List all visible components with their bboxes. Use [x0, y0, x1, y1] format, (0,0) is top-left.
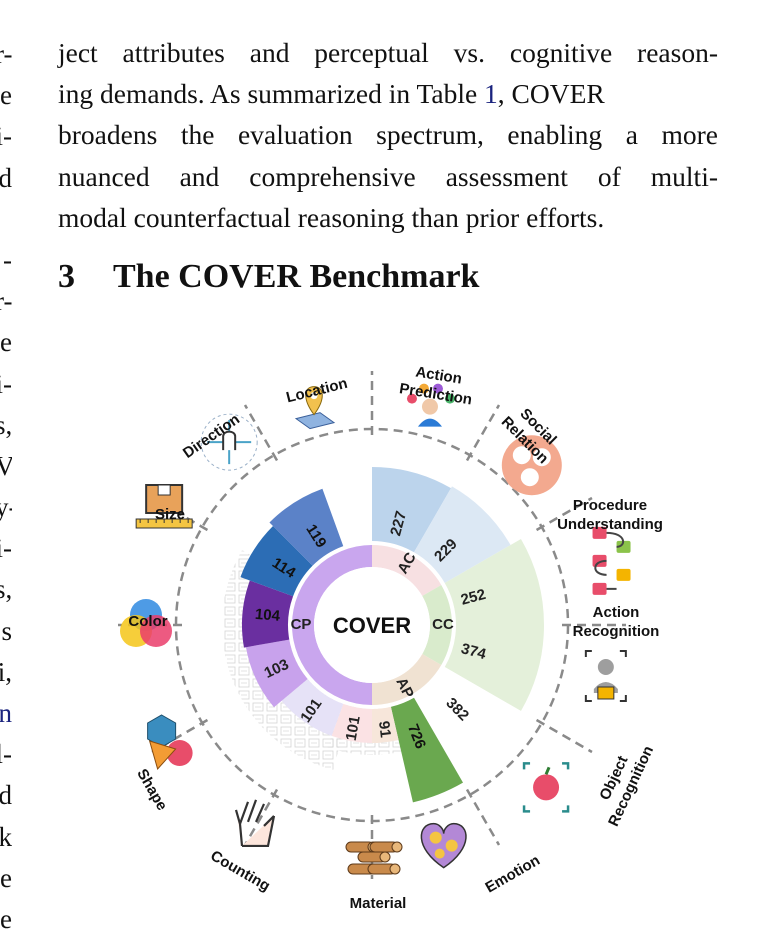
- group-arc-cc: [422, 585, 452, 665]
- left-column-fragment: k: [0, 821, 12, 852]
- sector-value-label: 91: [375, 720, 394, 739]
- category-label: ObjectRecognition: [588, 735, 657, 829]
- body-paragraph: ject attributes and perceptual vs. cogni…: [58, 32, 718, 238]
- section-title: The COVER Benchmark: [113, 258, 480, 295]
- left-column-fragment: V: [0, 450, 12, 481]
- left-column-fragment: e: [0, 80, 12, 111]
- action-prediction-icon: [406, 383, 455, 427]
- sector-procedure-understanding: [444, 539, 544, 625]
- left-column-fragment: s,: [0, 574, 12, 605]
- sector-value-label: 101: [343, 715, 364, 743]
- sector-direction: [240, 526, 313, 597]
- left-column-fragment: r-: [0, 39, 12, 69]
- section-number: 3: [58, 258, 75, 295]
- sector-location: [269, 488, 344, 566]
- category-label: Emotion: [483, 852, 543, 897]
- left-column-fragment: e: [0, 327, 12, 358]
- paragraph-line: nuanced and comprehensive assessment of …: [58, 160, 718, 192]
- left-column-fragment: i-: [0, 121, 12, 152]
- paragraph-line: ject attributes and perceptual vs. cogni…: [58, 37, 718, 68]
- paragraph-line: broadens the evaluation spectrum, enabli…: [58, 119, 718, 151]
- left-column-fragment: s,: [0, 409, 12, 440]
- color-circles-icon: [120, 599, 172, 647]
- sector-value-label: 227: [387, 509, 410, 538]
- size-box-ruler-icon: [135, 484, 193, 529]
- sector-social-relation: [414, 486, 511, 583]
- category-label: Size: [155, 506, 185, 523]
- section-heading: 3 The COVER Benchmark: [58, 258, 479, 296]
- table-reference-link[interactable]: 1: [484, 78, 498, 110]
- counting-hand-icon: [234, 799, 276, 848]
- group-arc-ac: [372, 545, 442, 596]
- action-recognition-icon: [584, 649, 627, 702]
- left-column-fragment: i-: [0, 368, 12, 399]
- sector-action-prediction: [372, 467, 451, 553]
- paragraph-line: ing demands. As summarized in Table 1, C…: [58, 73, 718, 114]
- category-label: Counting: [208, 847, 273, 895]
- left-column-fragment: e: [0, 903, 12, 934]
- left-column-fragment: r-: [0, 286, 12, 317]
- paragraph-text: , COVER: [497, 78, 605, 110]
- sector-object-recognition: [414, 667, 521, 774]
- sector-action-recognition: [444, 625, 544, 711]
- sector-size: [242, 580, 294, 648]
- category-label: Shape: [133, 766, 170, 813]
- group-label: CP: [291, 616, 312, 633]
- sector-material: [372, 706, 399, 743]
- object-recognition-icon: [522, 762, 570, 813]
- left-column-fragment[interactable]: n: [0, 698, 12, 728]
- sector-counting: [331, 703, 372, 743]
- category-icons: [120, 383, 631, 875]
- sector-emotion: [390, 697, 463, 803]
- group-arc-ap: [372, 654, 442, 705]
- procedure-steps-icon: [592, 526, 631, 595]
- left-column-fragment: y-: [0, 492, 12, 523]
- left-column-fragment: s: [1, 615, 12, 646]
- direction-compass-icon: [200, 413, 258, 471]
- center-disc: [314, 567, 430, 683]
- group-arc-cp: [292, 545, 372, 705]
- left-column-fragment: [0, 199, 12, 240]
- category-label: Color: [128, 613, 167, 630]
- social-relation-icon: [501, 435, 562, 496]
- left-column-fragment: i-: [0, 533, 12, 564]
- paragraph-text: ing demands. As summarized in Table: [58, 78, 485, 110]
- sector-shape: [281, 678, 344, 736]
- left-column-fragment: d: [0, 162, 12, 193]
- sector-value-label: 252: [459, 586, 488, 609]
- sector-value-label: 374: [459, 640, 488, 663]
- left-column-fragment: i,: [0, 656, 12, 687]
- left-column-fragment: -: [3, 244, 12, 275]
- shape-icon: [147, 714, 193, 771]
- left-column-fragment: e: [0, 862, 12, 893]
- location-pin-icon: [294, 386, 336, 430]
- group-label: CC: [432, 616, 454, 633]
- sector-value-label: 104: [254, 606, 281, 625]
- sector-color: [245, 639, 308, 708]
- left-column-fragment: d: [0, 780, 12, 811]
- category-label: Material: [350, 895, 407, 912]
- center-label: COVER: [333, 613, 411, 638]
- left-column-fragment: l-: [0, 739, 12, 770]
- emotion-heart-icon: [420, 822, 467, 869]
- paragraph-line: modal counterfactual reasoning than prio…: [58, 201, 605, 233]
- material-wood-icon: [345, 841, 403, 875]
